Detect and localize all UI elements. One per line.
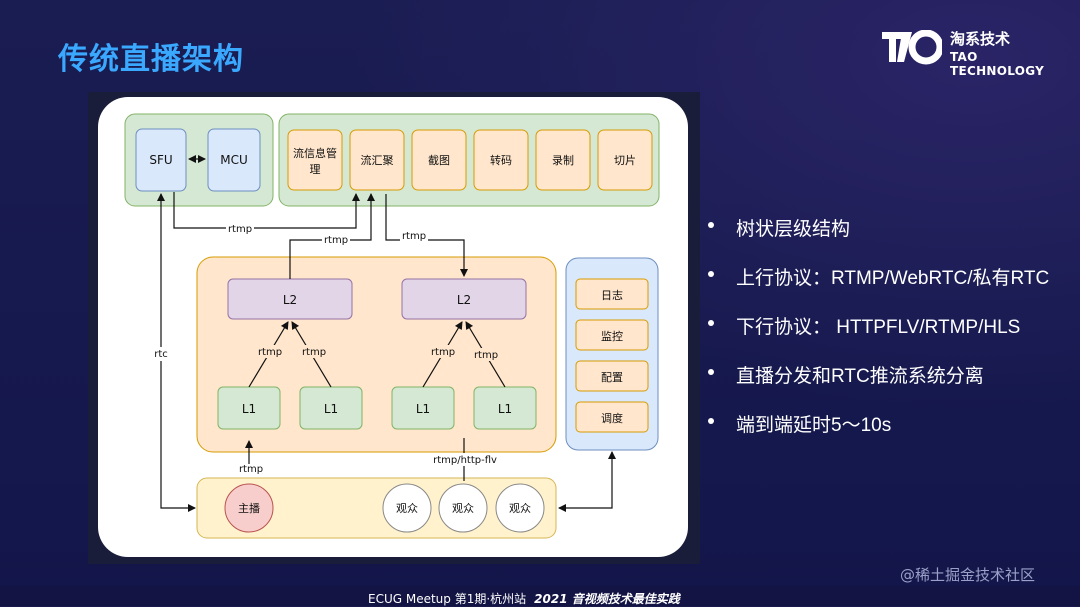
mcu-node — [207, 128, 261, 192]
architecture-diagram: SFU MCU 流信息管 理 流汇聚 截图 转码 录制 切片 L2 L2 L1 — [88, 92, 700, 564]
ops-label-log: 日志 — [601, 289, 623, 302]
ops-node-log — [575, 278, 649, 310]
edge-label-rtmp-l2-up: rtmp — [324, 235, 348, 246]
footer-slogan: 2021 音视频技术最佳实践 — [534, 592, 680, 606]
service-label-stream-merge: 流汇聚 — [361, 153, 394, 167]
bullet-text: 端到端延时5～10s — [736, 415, 892, 436]
ops-node-schedule — [575, 401, 649, 433]
ops-node-config — [575, 360, 649, 392]
service-node-transcode — [473, 129, 529, 191]
bullet-dot — [708, 222, 714, 228]
service-node-screenshot — [411, 129, 467, 191]
viewer-node-1 — [382, 483, 432, 533]
bullet-text: 树状层级结构 — [736, 219, 851, 240]
edge-label-rtmp-l2-down: rtmp — [402, 231, 426, 242]
edge-label-l1a: rtmp — [258, 347, 282, 358]
edge-sfu-merge — [173, 192, 360, 229]
edge-label-l1d: rtmp — [474, 350, 498, 361]
host-node — [224, 483, 274, 533]
bullet-dot — [708, 369, 714, 375]
service-nodes: 流信息管 理 流汇聚 截图 转码 录制 切片 — [287, 129, 653, 191]
service-label-slice: 切片 — [614, 154, 636, 167]
watermark: @稀土掘金技术社区 — [900, 566, 1036, 584]
logo-text-cn: 淘系技术 — [950, 30, 1011, 48]
edge-label-rtmp-http-flv: rtmp/http-flv — [433, 455, 497, 466]
viewer-label-3: 观众 — [509, 502, 531, 515]
bullet-text: 下行协议： HTTPFLV/RTMP/HLS — [736, 317, 1021, 338]
viewer-label-1: 观众 — [396, 502, 418, 515]
ops-node-monitor — [575, 319, 649, 351]
service-label-transcode: 转码 — [490, 153, 512, 167]
mcu-label: MCU — [220, 153, 248, 167]
edge-label-l1b: rtmp — [302, 347, 326, 358]
service-node-slice — [597, 129, 653, 191]
sfu-node — [135, 128, 187, 192]
l1-label-1: L1 — [242, 402, 256, 416]
sfu-label: SFU — [149, 153, 172, 167]
footer-event: ECUG Meetup 第1期·杭州站 — [368, 592, 527, 606]
l2-right-node — [401, 278, 527, 320]
edge-label-l1c: rtmp — [431, 347, 455, 358]
service-label-stream-info-2: 理 — [310, 163, 321, 176]
edge-ops-clients — [558, 451, 616, 512]
viewer-label-2: 观众 — [452, 502, 474, 515]
service-label-record: 录制 — [552, 154, 574, 167]
tao-technology-logo: 淘系技术 TAO TECHNOLOGY — [882, 28, 1072, 78]
ops-label-config: 配置 — [601, 371, 623, 384]
bullet-dot — [708, 418, 714, 424]
logo-text-en: TAO TECHNOLOGY — [950, 50, 1045, 78]
diagram-svg: SFU MCU 流信息管 理 流汇聚 截图 转码 录制 切片 L2 L2 L1 — [124, 113, 660, 539]
viewer-node-3 — [495, 483, 545, 533]
l1-label-4: L1 — [498, 402, 512, 416]
viewer-node-2 — [438, 483, 488, 533]
l2-left-label: L2 — [283, 293, 297, 307]
host-label: 主播 — [238, 501, 260, 515]
bullet-text: 上行协议：RTMP/WebRTC/私有RTC — [736, 268, 1050, 289]
edge-label-rtmp-host: rtmp — [239, 464, 263, 475]
ops-label-schedule: 调度 — [601, 411, 623, 425]
edge-sfu-host-rtc — [157, 193, 196, 512]
l1-label-3: L1 — [416, 402, 430, 416]
edge-label-rtc: rtc — [154, 349, 168, 360]
footer-text: ECUG Meetup 第1期·杭州站 2021 音视频技术最佳实践 — [368, 590, 680, 607]
service-node-stream-merge — [349, 129, 405, 191]
service-label-stream-info-1: 流信息管 — [293, 146, 337, 160]
tao-logo-icon — [882, 30, 942, 65]
bullet-dot — [708, 320, 714, 326]
l2-right-label: L2 — [457, 293, 471, 307]
service-label-screenshot: 截图 — [428, 153, 450, 167]
edge-label-rtmp-sfu: rtmp — [228, 224, 252, 235]
slide-title: 传统直播架构 — [58, 42, 244, 77]
service-node-record — [535, 129, 591, 191]
ops-label-monitor: 监控 — [601, 329, 623, 343]
service-node-stream-info — [287, 129, 343, 191]
l1-label-2: L1 — [324, 402, 338, 416]
footer-bar — [0, 586, 1080, 606]
bullet-text: 直播分发和RTC推流系统分离 — [736, 366, 984, 387]
bullet-dot — [708, 271, 714, 277]
